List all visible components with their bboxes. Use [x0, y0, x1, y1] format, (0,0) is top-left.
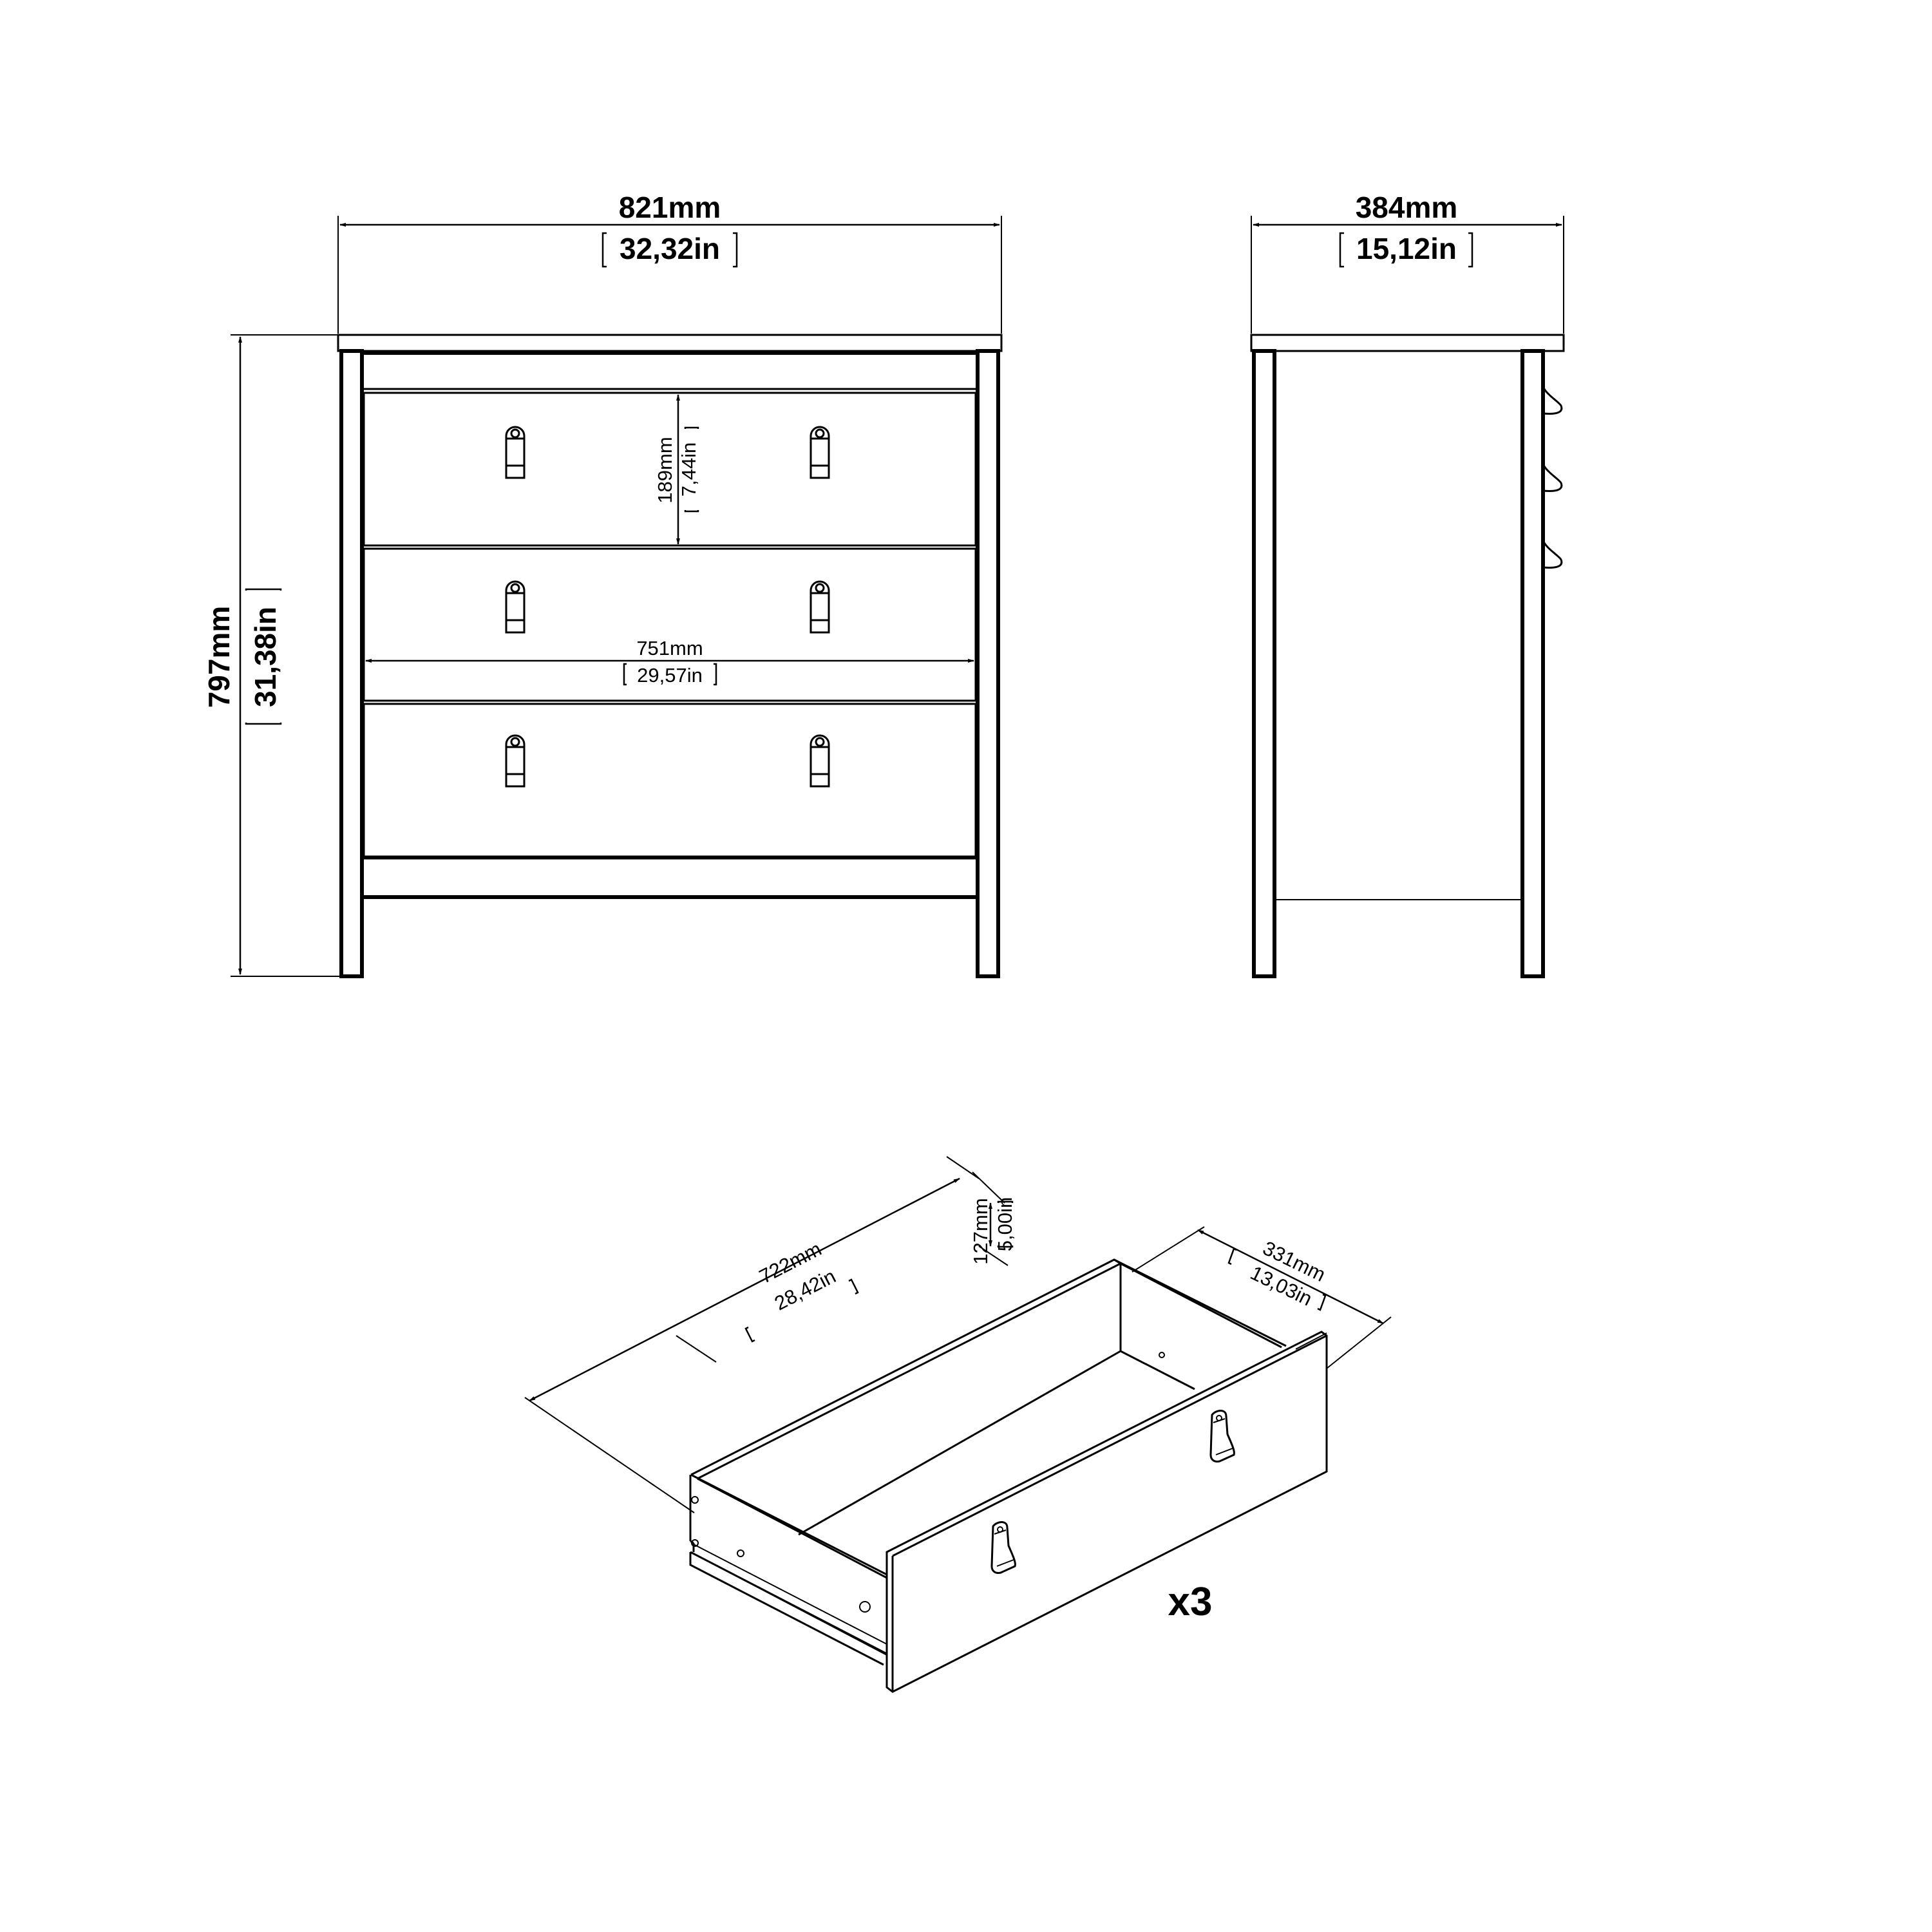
handle-icon — [1542, 529, 1563, 569]
handle-icon — [1542, 452, 1563, 492]
side-top-panel — [1250, 334, 1565, 352]
front-handles — [505, 426, 830, 788]
handle-icon — [505, 580, 526, 634]
drawer-front-height-mm: 189mm — [654, 437, 676, 503]
handle-icon — [505, 734, 526, 788]
drawer-length-dimension: 722mm 28,42in — [524, 1156, 980, 1513]
handle-icon — [1542, 375, 1563, 415]
iso-handle-icon — [1209, 1410, 1235, 1463]
front-width-mm: 821mm — [619, 191, 721, 224]
front-drawer-3 — [363, 703, 977, 858]
iso-handle-icon — [990, 1521, 1016, 1574]
inner-width-mm: 751mm — [636, 637, 703, 659]
drawer-front-height-in: 7,44in — [677, 442, 700, 497]
front-view: 821mm 32,32in 797mm 31,38in — [202, 191, 1003, 978]
drawer-quantity-label: x3 — [1168, 1580, 1213, 1624]
side-front-leg — [1520, 349, 1545, 978]
side-back-leg — [1252, 349, 1276, 978]
drawer-right-side — [1113, 1258, 1287, 1390]
drawer-height-mm: 127mm — [969, 1198, 992, 1264]
front-width-in: 32,32in — [620, 232, 720, 265]
front-left-leg — [339, 349, 364, 978]
inner-width-dimension: 751mm 29,57in — [365, 637, 974, 687]
handle-icon — [810, 426, 830, 479]
inner-width-in: 29,57in — [637, 664, 703, 687]
handle-icon — [505, 426, 526, 479]
front-height-in: 31,38in — [249, 607, 282, 707]
drawer-height-dimension: 127mm 5,00in — [969, 1171, 1016, 1266]
drawer-front-panel — [886, 1331, 1328, 1693]
drawer-front-height-dimension: 189mm 7,44in — [654, 394, 700, 545]
front-height-dimension: 797mm 31,38in — [202, 334, 340, 977]
handle-icon — [810, 580, 830, 634]
drawer-depth-dimension: 331mm 13,03in — [1132, 1226, 1392, 1369]
side-depth-in: 15,12in — [1356, 232, 1457, 265]
drawer-left-side — [689, 1473, 887, 1666]
side-view: 384mm 15,12in — [1250, 191, 1565, 978]
top-panel — [337, 334, 1003, 352]
handle-icon — [810, 734, 830, 788]
front-drawer-2 — [363, 547, 977, 702]
drawer-iso-view: 722mm 28,42in 127mm 5,00in 331mm 13,03in — [524, 1156, 1392, 1693]
drawer-bottom-line — [798, 1350, 1121, 1536]
front-height-mm: 797mm — [202, 606, 236, 708]
drawer-back-panel — [690, 1258, 1165, 1480]
side-handles — [1542, 375, 1563, 569]
side-depth-dimension: 384mm 15,12in — [1251, 191, 1564, 334]
front-width-dimension: 821mm 32,32in — [337, 191, 1002, 334]
front-right-leg — [976, 349, 1000, 978]
drawer-height-in: 5,00in — [994, 1197, 1016, 1251]
front-drawer-1 — [363, 392, 977, 547]
side-depth-mm: 384mm — [1356, 191, 1458, 224]
